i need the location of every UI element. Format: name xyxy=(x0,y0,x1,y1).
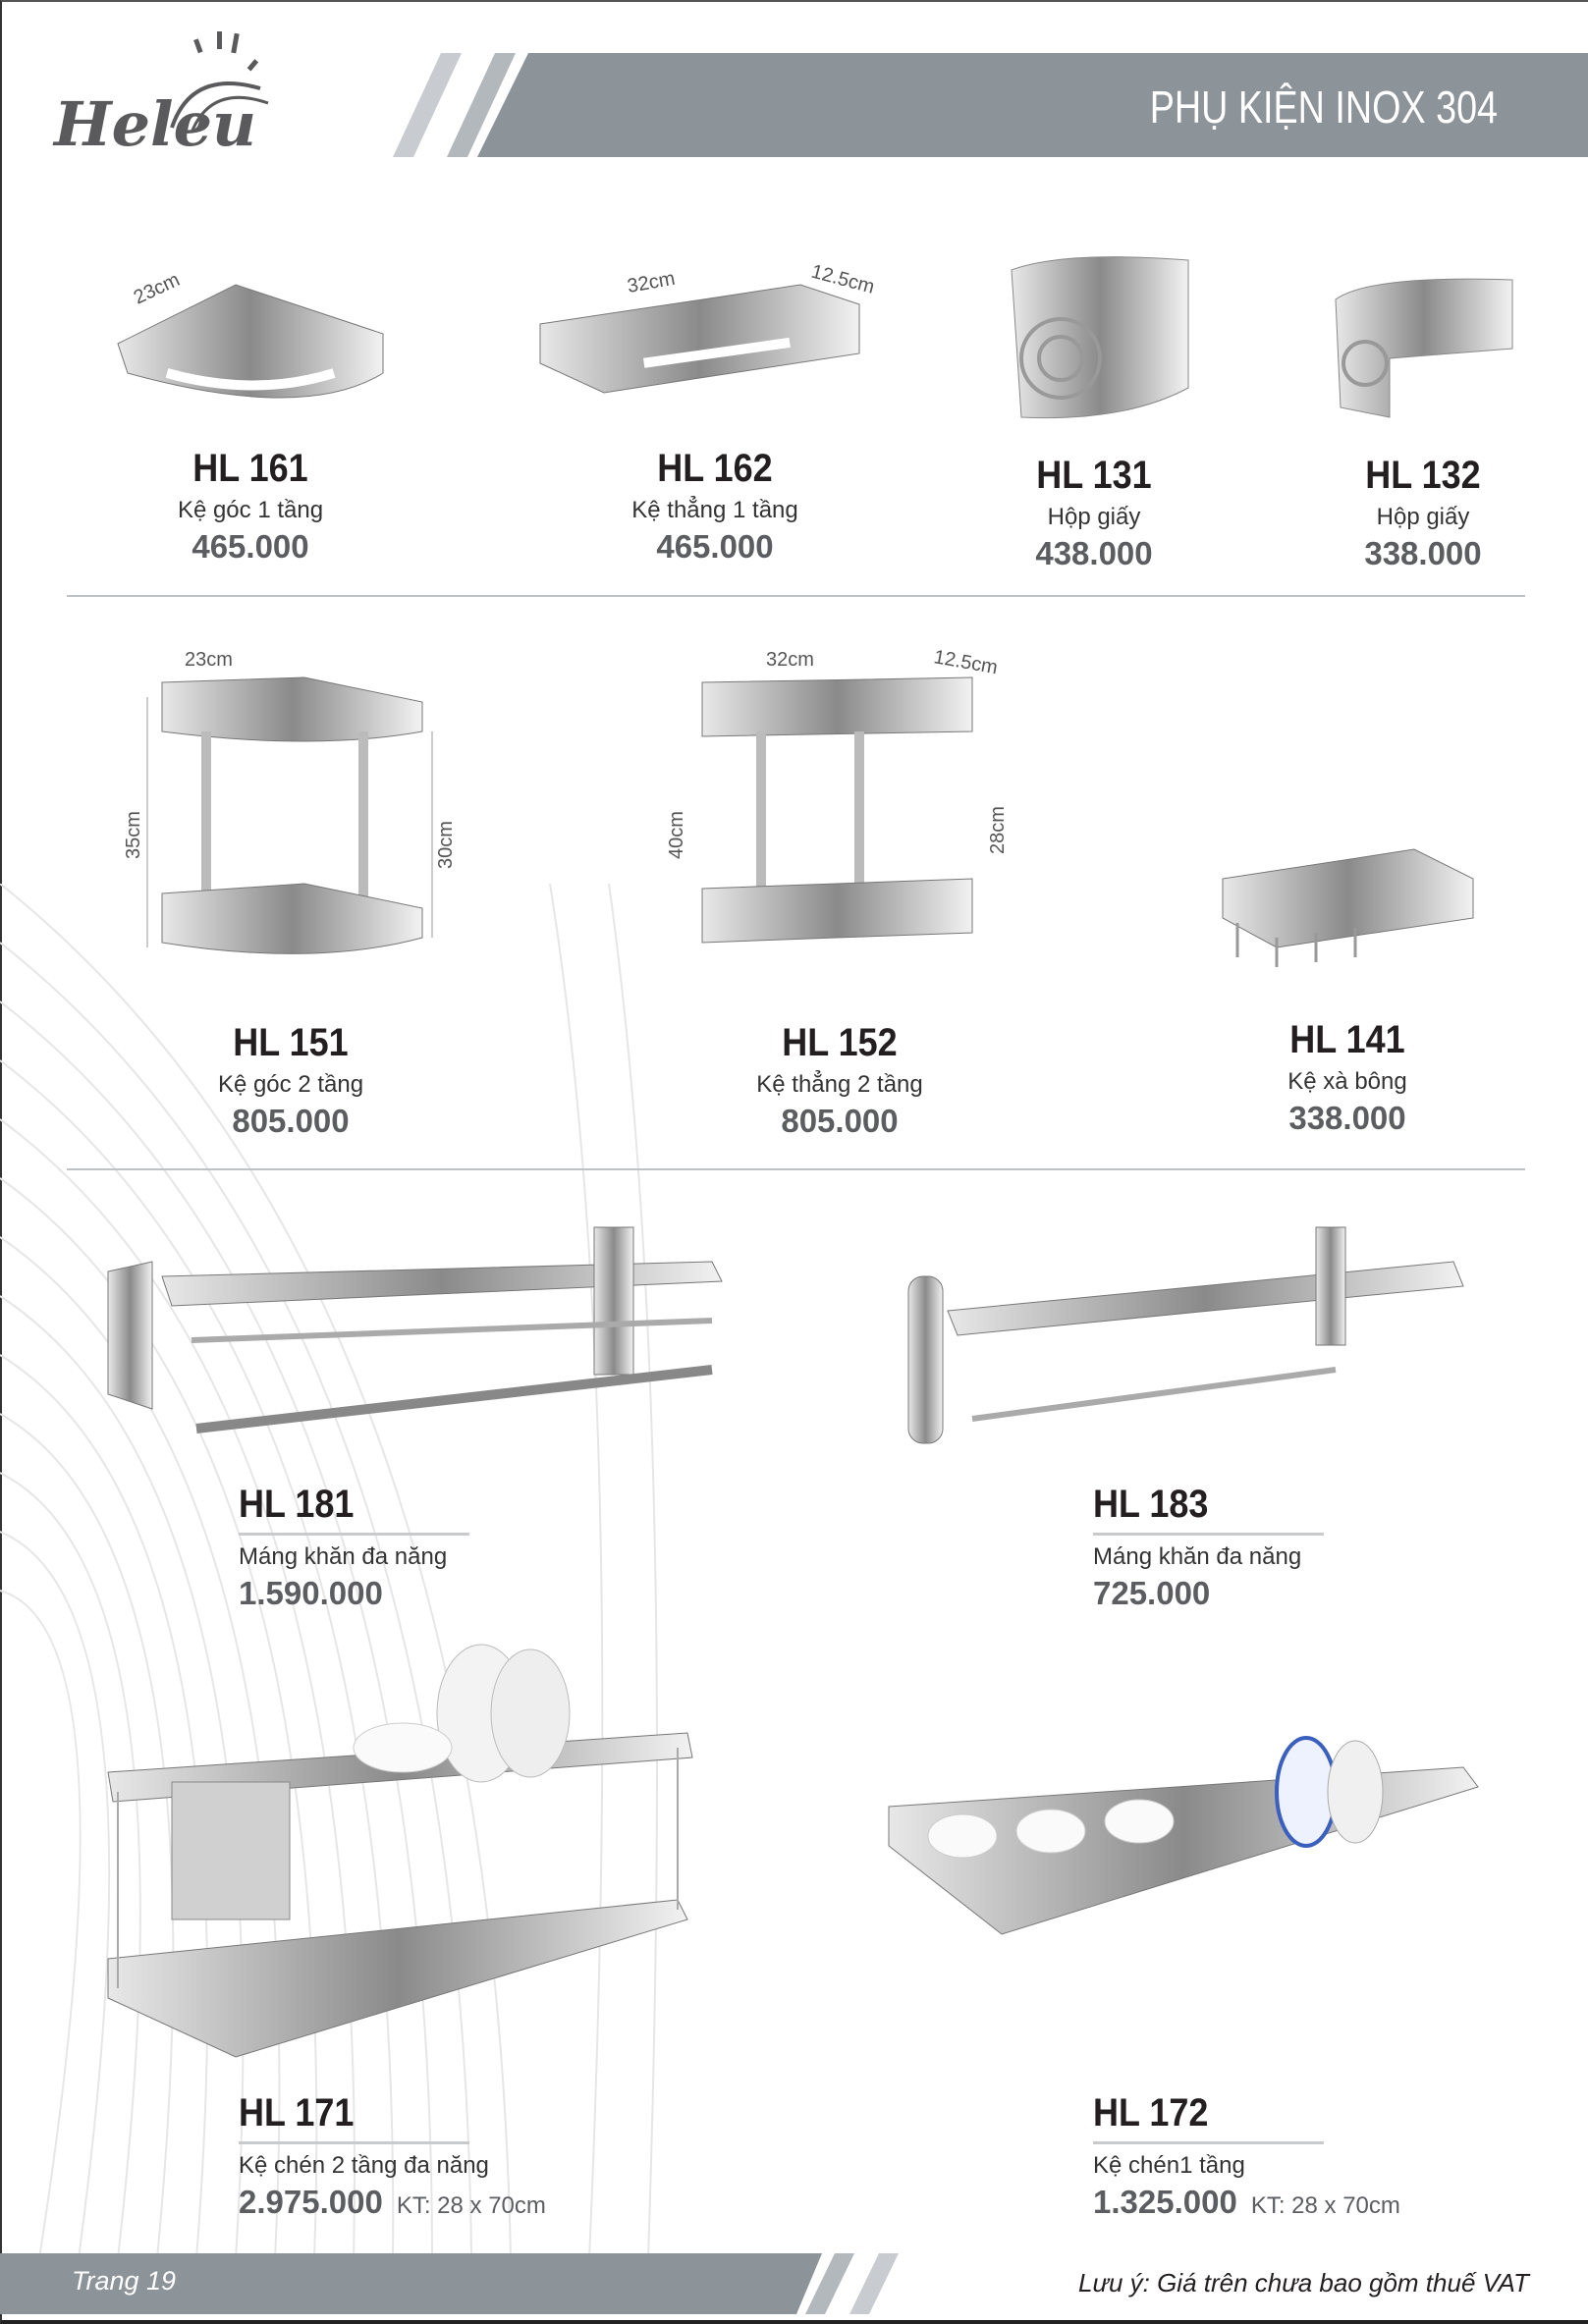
logo-text: Heleu xyxy=(54,88,257,160)
product-code: HL 131 xyxy=(1036,454,1152,497)
product-desc: Máng khăn đa năng xyxy=(239,1543,448,1570)
underline xyxy=(1093,1533,1324,1536)
product-code: HL 152 xyxy=(782,1021,898,1064)
svg-text:23cm: 23cm xyxy=(131,269,184,309)
product-hl161: HL 161 Kệ góc 1 tầng 465.000 xyxy=(178,447,323,566)
svg-text:32cm: 32cm xyxy=(626,268,677,297)
product-desc: Kệ thẳng 2 tầng xyxy=(756,1071,923,1098)
underline xyxy=(1093,2141,1324,2144)
product-price: 465.000 xyxy=(656,528,774,565)
row-divider xyxy=(67,1168,1525,1170)
product-code: HL 171 xyxy=(239,2091,355,2135)
product-image-hl141 xyxy=(1222,848,1474,967)
svg-text:35cm: 35cm xyxy=(123,811,144,859)
product-price: 338.000 xyxy=(1288,1100,1406,1136)
svg-text:23cm: 23cm xyxy=(185,649,233,671)
price-value: 2.975.000 xyxy=(239,2184,383,2220)
row-divider xyxy=(67,595,1525,597)
product-image-hl171 xyxy=(107,1644,693,2058)
product-image-hl181 xyxy=(107,1226,723,1433)
product-image-hl151: 23cm 35cm 30cm xyxy=(123,649,452,954)
sun-rays-icon xyxy=(170,31,269,134)
header-band xyxy=(477,53,1588,157)
product-desc: Máng khăn đa năng xyxy=(1093,1543,1302,1570)
product-code: HL 162 xyxy=(657,447,773,490)
product-price: 1.325.000 KT: 28 x 70cm xyxy=(1093,2184,1400,2221)
product-price: 805.000 xyxy=(781,1103,899,1139)
product-desc: Kệ thẳng 1 tầng xyxy=(631,497,798,523)
product-hl172: HL 172 Kệ chén1 tầng 1.325.000 KT: 28 x 7… xyxy=(1093,2091,1400,2221)
product-price: 438.000 xyxy=(1035,535,1153,571)
underline xyxy=(239,1533,469,1536)
product-hl152: HL 152 Kệ thẳng 2 tầng 805.000 xyxy=(756,1021,922,1140)
product-hl141: HL 141 Kệ xà bông 338.000 xyxy=(1284,1018,1411,1137)
product-hl183: HL 183 Máng khăn đa năng 725.000 xyxy=(1093,1483,1324,1612)
svg-text:32cm: 32cm xyxy=(766,649,814,671)
product-code: HL 132 xyxy=(1365,454,1481,497)
product-desc: Kệ góc 2 tầng xyxy=(217,1071,364,1098)
product-desc: Kệ chén 2 tầng đa năng xyxy=(239,2152,489,2179)
footer-band xyxy=(0,2253,822,2314)
vat-note: Lưu ý: Giá trên chưa bao gồm thuế VAT xyxy=(1078,2268,1529,2297)
svg-text:12.5cm: 12.5cm xyxy=(932,646,999,678)
product-price: 465.000 xyxy=(192,528,309,565)
product-hl131: HL 131 Hộp giấy 438.000 xyxy=(1030,454,1158,572)
product-code: HL 161 xyxy=(192,447,308,490)
product-code: HL 151 xyxy=(233,1021,349,1064)
product-image-hl172 xyxy=(888,1736,1479,1935)
product-code: HL 183 xyxy=(1093,1483,1209,1526)
product-size: KT: 28 x 70cm xyxy=(1250,2192,1400,2219)
product-code: HL 181 xyxy=(239,1483,355,1526)
product-image-hl131 xyxy=(1011,256,1189,419)
product-price: 725.000 xyxy=(1093,1575,1211,1611)
product-code: HL 172 xyxy=(1093,2091,1209,2135)
product-desc: Hộp giấy xyxy=(1376,504,1470,530)
product-image-hl132 xyxy=(1335,278,1513,418)
product-image-hl162: 32cm 12.5cm xyxy=(539,261,877,394)
svg-text:40cm: 40cm xyxy=(666,811,687,859)
product-price: 338.000 xyxy=(1364,535,1482,571)
page-title: PHỤ KIỆN INOX 304 xyxy=(1149,81,1498,133)
product-size: KT: 28 x 70cm xyxy=(396,2192,546,2219)
product-desc: Kệ chén1 tầng xyxy=(1093,2152,1245,2179)
product-image-hl161: 23cm xyxy=(117,269,384,399)
product-price: 2.975.000 KT: 28 x 70cm xyxy=(239,2184,546,2221)
product-hl132: HL 132 Hộp giấy 338.000 xyxy=(1359,454,1487,572)
product-hl151: HL 151 Kệ góc 2 tầng 805.000 xyxy=(218,1021,363,1140)
product-desc: Kệ góc 1 tầng xyxy=(177,497,324,523)
price-value: 1.325.000 xyxy=(1093,2184,1237,2220)
heleu-logo: Heleu xyxy=(54,29,290,167)
product-hl181: HL 181 Máng khăn đa năng 1.590.000 xyxy=(239,1483,469,1612)
underline xyxy=(239,2141,469,2144)
product-desc: Kệ xà bông xyxy=(1287,1068,1407,1095)
product-desc: Hộp giấy xyxy=(1047,504,1141,530)
svg-text:30cm: 30cm xyxy=(435,821,452,869)
product-price: 805.000 xyxy=(232,1103,350,1139)
product-code: HL 141 xyxy=(1289,1018,1405,1061)
product-image-hl152: 32cm 12.5cm 40cm 28cm xyxy=(666,646,1009,944)
page-number: Trang 19 xyxy=(72,2266,177,2296)
background-wave-pattern xyxy=(0,884,658,2258)
product-image-hl183 xyxy=(907,1226,1464,1444)
svg-text:28cm: 28cm xyxy=(987,806,1009,854)
product-hl162: HL 162 Kệ thẳng 1 tầng 465.000 xyxy=(631,447,797,566)
product-hl171: HL 171 Kệ chén 2 tầng đa năng 2.975.000 K… xyxy=(239,2091,546,2221)
product-price: 1.590.000 xyxy=(239,1575,383,1611)
